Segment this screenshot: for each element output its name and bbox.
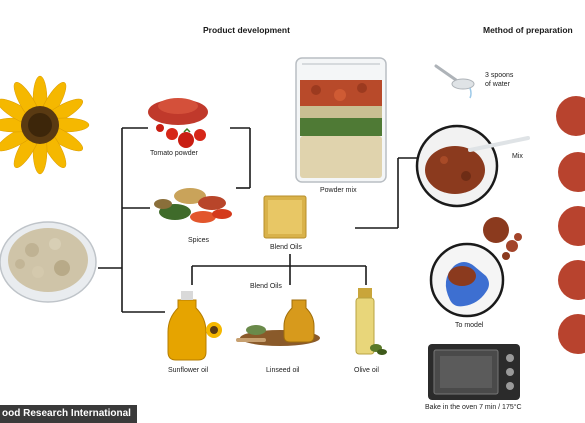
gloved-hand-icon	[429, 242, 505, 318]
heading-method-of-preparation: Method of preparation	[483, 25, 573, 35]
final-product-icons	[556, 96, 585, 354]
tomato-powder-icon	[148, 98, 208, 148]
connector-lines	[98, 127, 418, 313]
label-powder-mix: Powder mix	[320, 187, 357, 194]
blend-oils-sachet-icon	[263, 195, 307, 239]
seed-powder-dish-icon	[0, 221, 97, 303]
sunflower-oil-icon	[167, 291, 222, 361]
label-blend-oils-branch: Blend Oils	[250, 283, 282, 290]
spices-icon	[154, 188, 232, 223]
linseed-oil-icon	[236, 299, 320, 346]
powder-mix-beaker-icon	[295, 57, 387, 183]
paste-balls-icon	[483, 217, 522, 260]
label-spoons-water-line2: of water	[485, 81, 510, 88]
source-badge: ood Research International	[0, 405, 137, 423]
mix-bowl-icon	[415, 124, 530, 208]
label-sunflower-oil: Sunflower oil	[168, 367, 209, 374]
sunflower-icon	[0, 75, 90, 175]
label-spices: Spices	[188, 237, 210, 244]
heading-product-development: Product development	[203, 25, 290, 35]
label-mix: Mix	[512, 153, 523, 160]
label-spoons-water-line1: 3 spoons	[485, 72, 514, 79]
label-to-model: To model	[455, 322, 484, 329]
label-linseed-oil: Linseed oil	[266, 367, 300, 374]
oven-icon	[428, 344, 520, 400]
olive-oil-icon	[355, 288, 387, 355]
label-bake: Bake in the oven 7 min / 175°C	[425, 404, 522, 411]
water-spoon-icon	[434, 64, 475, 99]
label-olive-oil: Olive oil	[354, 367, 379, 374]
label-blend-oils: Blend Oils	[270, 244, 302, 251]
label-tomato-powder: Tomato powder	[150, 150, 198, 157]
